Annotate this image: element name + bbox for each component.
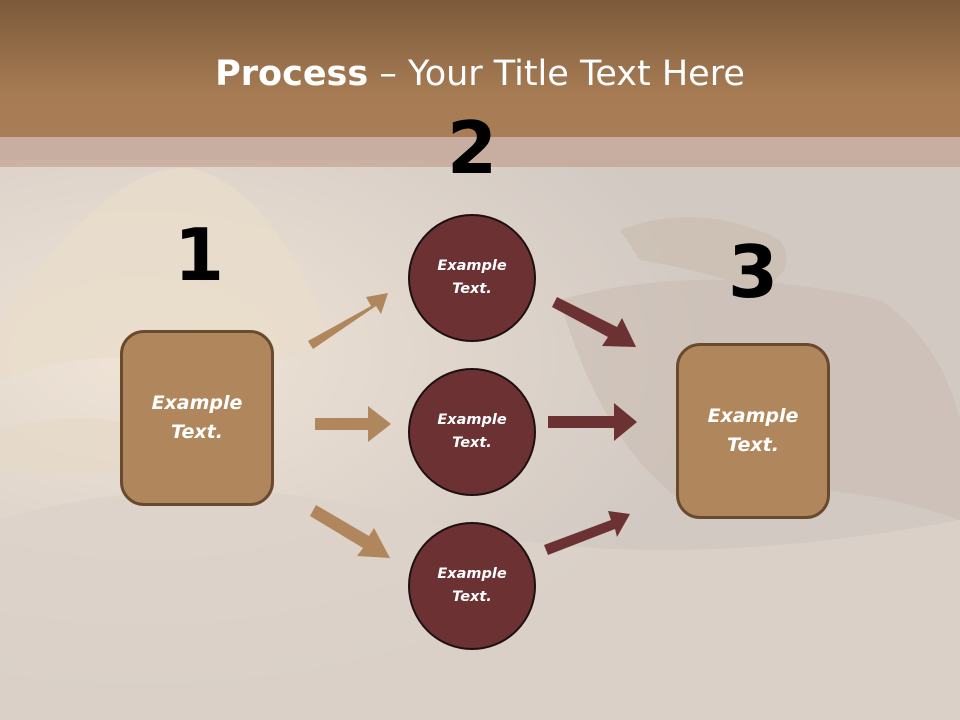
circle-1-text: Example Text. xyxy=(437,258,507,297)
arrow-circle-3-to-3 xyxy=(544,511,630,555)
arrow-circle-1-to-3 xyxy=(552,297,636,347)
title-bar xyxy=(0,0,960,137)
step-3-text: Example Text. xyxy=(707,405,799,456)
title-rest: – Your Title Text Here xyxy=(368,54,745,94)
arrow-1-to-circle-3 xyxy=(310,505,390,558)
step-number-3: 3 xyxy=(727,230,779,314)
slide-title: Process – Your Title Text Here xyxy=(0,52,960,96)
circle-2: Example Text. xyxy=(408,368,536,496)
title-bold: Process xyxy=(215,54,369,94)
arrow-circle-2-to-3 xyxy=(548,403,637,441)
arrow-1-to-circle-2 xyxy=(315,406,391,442)
circle-3: Example Text. xyxy=(408,522,536,650)
title-strip xyxy=(0,137,960,167)
step-3-box: Example Text. xyxy=(676,343,830,519)
step-1-text: Example Text. xyxy=(151,392,243,443)
circle-3-text: Example Text. xyxy=(437,566,507,605)
step-1-box: Example Text. xyxy=(120,330,274,506)
circle-2-text: Example Text. xyxy=(437,412,507,451)
step-number-2: 2 xyxy=(446,106,498,190)
step-number-1: 1 xyxy=(173,213,225,297)
circle-1: Example Text. xyxy=(408,214,536,342)
arrow-1-to-circle-1 xyxy=(308,293,388,349)
